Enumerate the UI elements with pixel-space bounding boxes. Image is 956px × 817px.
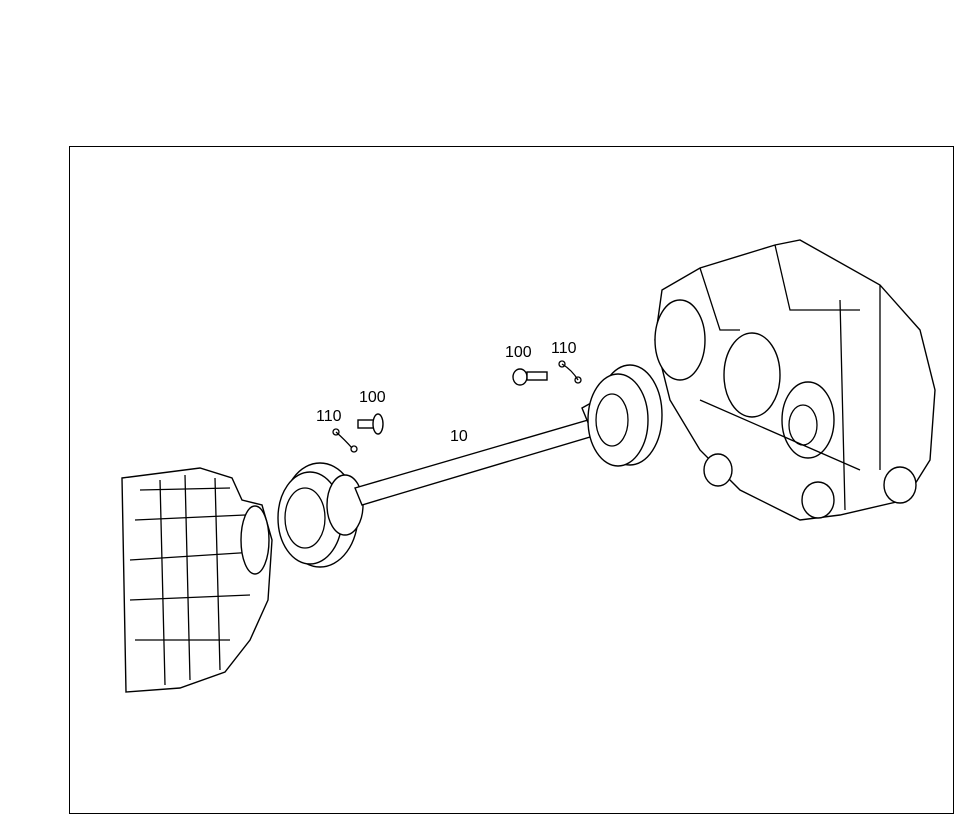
clip-right — [558, 360, 582, 384]
callout-10: 10 — [450, 428, 468, 445]
bolt-left — [357, 413, 384, 435]
bolt-right — [512, 368, 548, 386]
transmission-housing — [121, 467, 273, 693]
right-flange — [581, 364, 663, 467]
left-flange — [277, 462, 364, 568]
callout-110-right: 110 — [551, 340, 577, 357]
callout-100-left: 100 — [359, 389, 386, 406]
transfer-case — [654, 239, 936, 521]
callout-100-right: 100 — [505, 344, 532, 361]
propeller-shaft — [354, 417, 601, 506]
callout-110-left: 110 — [316, 408, 342, 425]
clip-left — [332, 428, 358, 453]
diagram-frame — [69, 146, 954, 814]
